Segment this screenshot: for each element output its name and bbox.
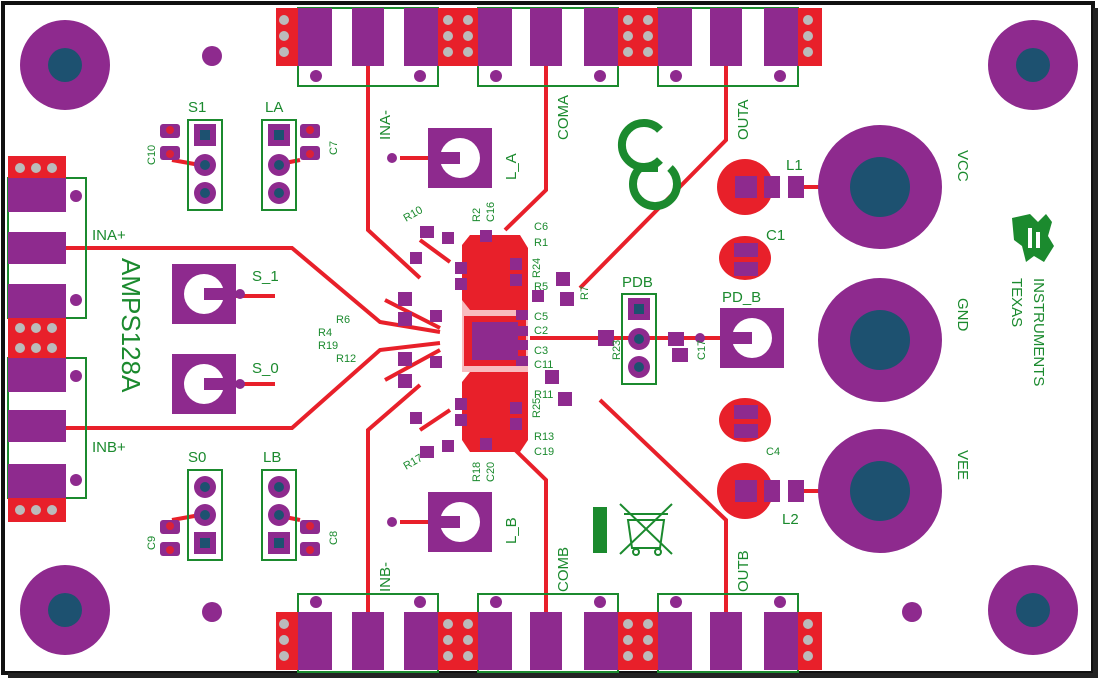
smd-components xyxy=(160,124,804,556)
label-pdb: PDB xyxy=(622,274,653,291)
svg-text:R12: R12 xyxy=(336,353,356,365)
svg-text:R7: R7 xyxy=(579,286,591,300)
power-posts xyxy=(818,125,942,553)
board-shadow xyxy=(1093,8,1098,675)
label-lb: LB xyxy=(263,449,281,466)
jumper-headers xyxy=(187,119,657,561)
label-outa: OUTA xyxy=(735,99,752,140)
svg-text:R4: R4 xyxy=(318,327,332,339)
label-pd-b: PD_B xyxy=(722,289,761,306)
label-s-0: S_0 xyxy=(252,360,279,377)
svg-text:C7: C7 xyxy=(328,141,340,155)
svg-text:C19: C19 xyxy=(534,446,554,458)
label-ina-plus: INA+ xyxy=(92,227,126,244)
svg-text:R6: R6 xyxy=(336,314,350,326)
svg-text:L1: L1 xyxy=(786,157,803,174)
svg-text:R24: R24 xyxy=(531,258,543,278)
part-number: AMPS128A xyxy=(116,258,146,393)
svg-text:R18: R18 xyxy=(471,462,483,482)
svg-text:C3: C3 xyxy=(534,345,548,357)
svg-text:C11: C11 xyxy=(534,359,553,371)
board-shadow-bottom xyxy=(8,673,1098,678)
label-comb: COMB xyxy=(555,547,572,592)
label-l-b: L_B xyxy=(503,517,520,544)
svg-text:C1: C1 xyxy=(766,227,785,244)
svg-text:R2: R2 xyxy=(471,208,483,222)
ce-mark-icon xyxy=(617,119,681,211)
svg-text:C2: C2 xyxy=(534,325,548,337)
label-s0: S0 xyxy=(188,449,206,466)
svg-text:C4: C4 xyxy=(766,446,780,458)
label-outb: OUTB xyxy=(735,550,752,592)
svg-text:R23: R23 xyxy=(611,340,623,360)
logo-instruments: INSTRUMENTS xyxy=(1030,278,1047,386)
connectors-bottom xyxy=(276,593,822,673)
svg-text:R19: R19 xyxy=(318,340,338,352)
svg-text:R11: R11 xyxy=(534,389,553,401)
svg-text:L2: L2 xyxy=(782,511,799,528)
test-points xyxy=(172,128,784,552)
label-coma: COMA xyxy=(555,95,572,140)
weee-recycle-icon xyxy=(593,503,673,556)
label-gnd: GND xyxy=(954,298,971,332)
label-inb-plus: INB+ xyxy=(92,439,126,456)
mounting-holes xyxy=(20,20,1078,655)
connectors-top xyxy=(276,7,822,87)
label-inb-minus: INB- xyxy=(377,562,394,592)
logo-texas: TEXAS xyxy=(1008,278,1025,327)
connectors-left xyxy=(7,156,87,522)
svg-text:C6: C6 xyxy=(534,221,548,233)
svg-text:C16: C16 xyxy=(485,202,497,222)
svg-text:C9: C9 xyxy=(146,536,158,550)
label-la: LA xyxy=(265,99,283,116)
svg-text:C17: C17 xyxy=(696,340,708,360)
ic-chip xyxy=(464,316,526,366)
svg-text:R1: R1 xyxy=(534,237,548,249)
svg-text:C8: C8 xyxy=(328,531,340,545)
label-vcc: VCC xyxy=(954,150,971,182)
svg-text:C20: C20 xyxy=(485,462,497,482)
svg-text:R25: R25 xyxy=(531,398,543,418)
ti-logo-icon xyxy=(1012,214,1054,262)
svg-text:C10: C10 xyxy=(146,145,158,165)
label-vee: VEE xyxy=(954,450,971,480)
label-ina-minus: INA- xyxy=(377,110,394,140)
label-s1: S1 xyxy=(188,99,206,116)
label-s-1: S_1 xyxy=(252,268,279,285)
label-l-a: L_A xyxy=(503,153,520,180)
svg-text:R13: R13 xyxy=(534,431,554,443)
svg-text:R5: R5 xyxy=(534,281,548,293)
svg-text:C5: C5 xyxy=(534,311,548,323)
